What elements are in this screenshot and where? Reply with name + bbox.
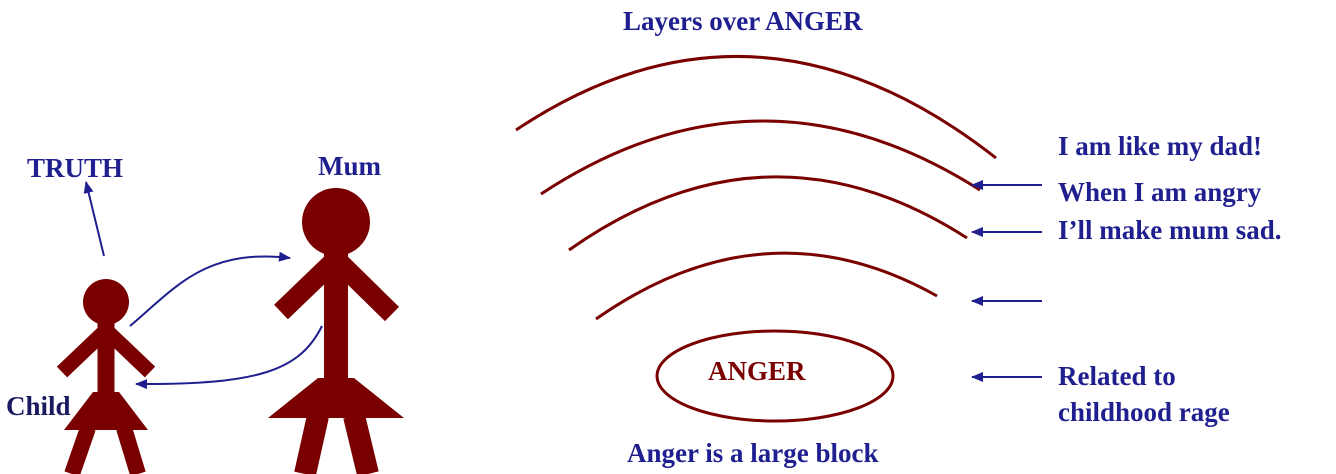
child-right-arm: [102, 326, 156, 378]
layer-arc-1: [515, 54, 997, 160]
child-to-mum-arrow: [129, 251, 291, 327]
mum-left-arm: [274, 254, 340, 320]
child-left-arm: [56, 326, 110, 378]
child-skirt: [64, 392, 148, 430]
layer-arc-3: [568, 175, 968, 252]
truth-label: TRUTH: [27, 153, 124, 183]
mum-right-arm: [331, 254, 400, 322]
child-right-leg: [116, 425, 146, 474]
layer-2-note-line-2: I’ll make mum sad.: [1058, 215, 1282, 245]
mum-left-leg: [294, 413, 329, 474]
mum-label: Mum: [318, 151, 381, 181]
anger-core-label: ANGER: [708, 356, 806, 386]
anger-core-caption: Anger is a large block: [627, 438, 879, 468]
child-head: [83, 279, 129, 325]
mum-figure: [268, 188, 404, 474]
core-note-line-1: Related to: [1058, 361, 1176, 391]
mum-right-leg: [343, 413, 379, 474]
truth-arrow: [83, 181, 105, 257]
layer-arc-4: [595, 251, 938, 321]
core-note-line-2: childhood rage: [1058, 397, 1230, 427]
anger-core-ellipse: [655, 329, 895, 423]
child-label: Child: [6, 391, 71, 421]
layer-2-note-line-1: When I am angry: [1058, 177, 1262, 207]
mum-to-child-arrow: [135, 325, 323, 390]
child-figure: [56, 279, 156, 474]
layer-1-note: I am like my dad!: [1058, 131, 1263, 161]
child-left-leg: [64, 425, 96, 474]
mum-skirt: [268, 378, 404, 418]
diagram-title: Layers over ANGER: [623, 6, 863, 36]
layer-arc-2: [540, 119, 981, 196]
mum-head: [302, 188, 370, 256]
